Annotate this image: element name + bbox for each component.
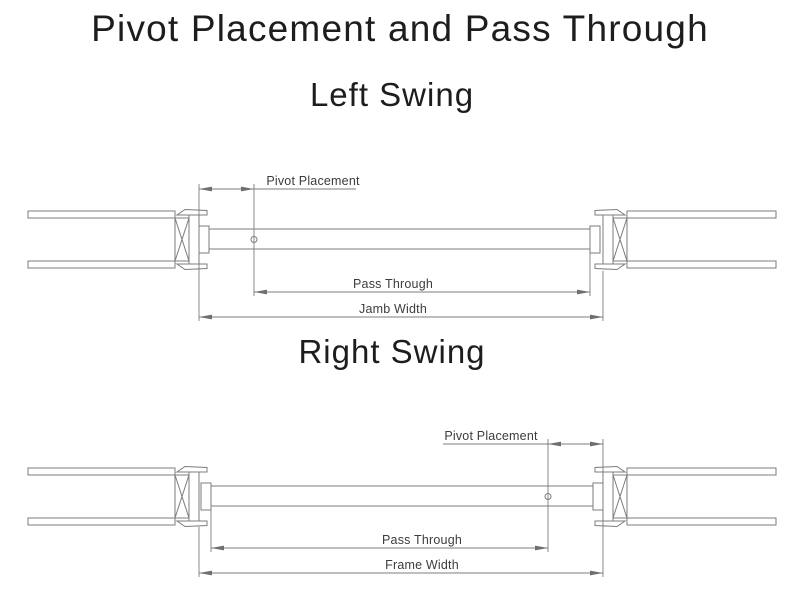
dim-frame-width: Frame Width: [198, 527, 603, 577]
jamb-tube: [602, 468, 614, 527]
blocking-x-icon: [612, 217, 628, 262]
jamb-tube: [602, 211, 614, 270]
jamb-right: [594, 465, 628, 528]
arrowhead-right-icon: [577, 289, 590, 295]
dim-pass-through: Pass Through: [210, 508, 548, 552]
door-panel: [210, 485, 594, 507]
door-assembly: [198, 225, 601, 254]
page-title: Pivot Placement and Pass Through: [91, 8, 709, 49]
arrowhead-right-icon: [241, 186, 254, 192]
door-strike-block: [589, 225, 601, 254]
blocking-x-icon: [612, 474, 628, 519]
left-swing-title: Left Swing: [309, 76, 475, 113]
dimension-lines: [198, 184, 356, 321]
jamb-tube: [188, 211, 200, 270]
trim-top: [594, 208, 627, 216]
right-swing-diagram: Pivot Placement Pass Through Frame Width: [27, 429, 777, 577]
dim-jamb-width: Jamb Width: [199, 271, 604, 321]
wall-section-right: [626, 210, 777, 269]
pivot-placement-label: Pivot Placement: [266, 174, 360, 188]
dimension-lines: [210, 508, 548, 552]
wall-line: [626, 467, 777, 476]
door-panel: [208, 228, 591, 250]
wall-line: [27, 210, 176, 219]
dimension-lines: [198, 527, 603, 577]
jamb-tube: [188, 468, 200, 527]
door-assembly: [200, 482, 604, 511]
arrowhead-left-icon: [199, 570, 212, 576]
door-pivot-block: [592, 482, 604, 511]
wall-section-left: [27, 467, 176, 526]
wall-line: [626, 517, 777, 526]
wall-section-right: [626, 467, 777, 526]
pass-through-label: Pass Through: [382, 533, 462, 547]
wall-line: [626, 260, 777, 269]
dimension-lines: [199, 271, 604, 321]
dim-pivot-placement: Pivot Placement: [443, 429, 604, 577]
wall-line: [27, 260, 176, 269]
wall-section-left: [27, 210, 176, 269]
arrowhead-left-icon: [211, 545, 224, 551]
trim-top: [175, 208, 208, 216]
trim-top: [175, 465, 208, 473]
dimension-lines: [443, 439, 604, 577]
dimension-lines: [254, 253, 591, 296]
jamb-width-label: Jamb Width: [359, 302, 427, 316]
pass-through-label: Pass Through: [353, 277, 433, 291]
arrowhead-right-icon: [590, 441, 603, 447]
door-strike-block: [200, 482, 212, 511]
blocking-x-icon: [174, 217, 190, 262]
blocking-x-icon: [174, 474, 190, 519]
jamb-left: [174, 465, 208, 528]
arrowhead-left-icon: [199, 314, 212, 320]
dim-pass-through: Pass Through: [254, 253, 591, 296]
trim-top: [594, 465, 627, 473]
door-pivot-block: [198, 225, 210, 254]
arrowhead-right-icon: [590, 570, 603, 576]
trim-bottom: [594, 520, 627, 528]
frame-width-label: Frame Width: [385, 558, 459, 572]
wall-line: [626, 210, 777, 219]
left-swing-diagram: Pivot Placement Pass Through Jamb Width: [27, 174, 777, 321]
arrowhead-right-icon: [535, 545, 548, 551]
trim-bottom: [594, 263, 627, 271]
jamb-right: [594, 208, 628, 271]
dim-pivot-placement: Pivot Placement: [198, 174, 360, 321]
arrowhead-left-icon: [254, 289, 267, 295]
wall-line: [27, 467, 176, 476]
right-swing-title: Right Swing: [298, 333, 486, 370]
trim-bottom: [175, 263, 208, 271]
jamb-left: [174, 208, 208, 271]
pivot-placement-label: Pivot Placement: [444, 429, 538, 443]
arrowhead-right-icon: [590, 314, 603, 320]
wall-line: [27, 517, 176, 526]
arrowhead-left-icon: [548, 441, 561, 447]
arrowhead-left-icon: [199, 186, 212, 192]
trim-bottom: [175, 520, 208, 528]
